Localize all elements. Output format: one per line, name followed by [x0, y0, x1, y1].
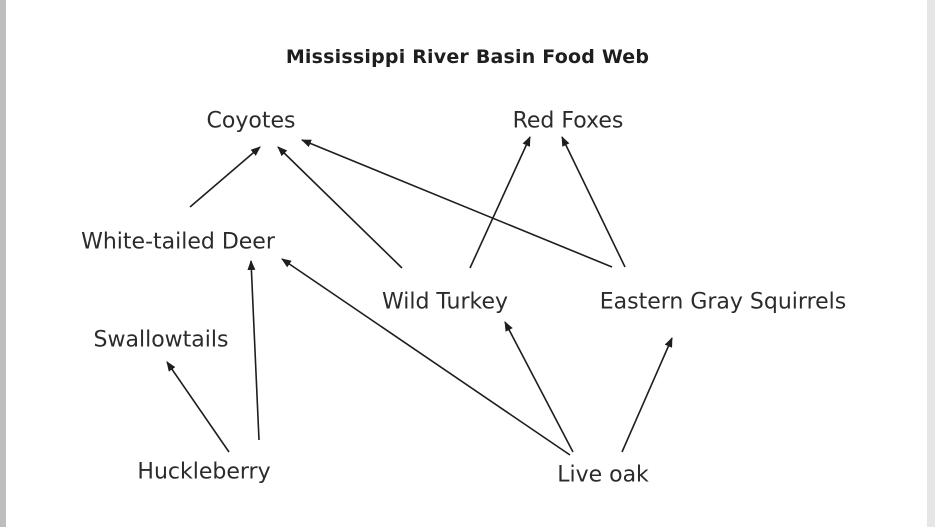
node-white-tailed-deer: White-tailed Deer — [81, 229, 275, 255]
arrow-huckleberry-to-swallowtails — [166, 361, 230, 453]
arrow-live-oak-to-eastern-gray-squirrels — [621, 337, 673, 453]
node-wild-turkey: Wild Turkey — [381, 289, 509, 315]
node-swallowtails: Swallowtails — [93, 327, 229, 353]
node-eastern-gray-squirrels: Eastern Gray Squirrels — [599, 289, 847, 315]
arrow-live-oak-to-white-tailed-deer — [281, 258, 571, 456]
arrow-eastern-gray-squirrels-to-red-foxes — [561, 136, 626, 268]
node-red-foxes: Red Foxes — [512, 108, 624, 134]
arrow-wild-turkey-to-coyotes — [277, 146, 403, 269]
node-huckleberry: Huckleberry — [137, 459, 271, 485]
arrow-wild-turkey-to-red-foxes — [469, 136, 531, 269]
diagram-title: Mississippi River Basin Food Web — [285, 46, 650, 68]
node-coyotes: Coyotes — [206, 108, 296, 134]
frame-left-border — [0, 0, 6, 527]
node-live-oak: Live oak — [557, 462, 649, 488]
arrow-eastern-gray-squirrels-to-coyotes — [301, 139, 613, 268]
arrow-huckleberry-to-white-tailed-deer — [247, 260, 260, 441]
frame-right-border — [927, 0, 935, 527]
arrow-live-oak-to-wild-turkey — [504, 321, 574, 453]
arrow-white-tailed-deer-to-coyotes — [189, 146, 261, 208]
